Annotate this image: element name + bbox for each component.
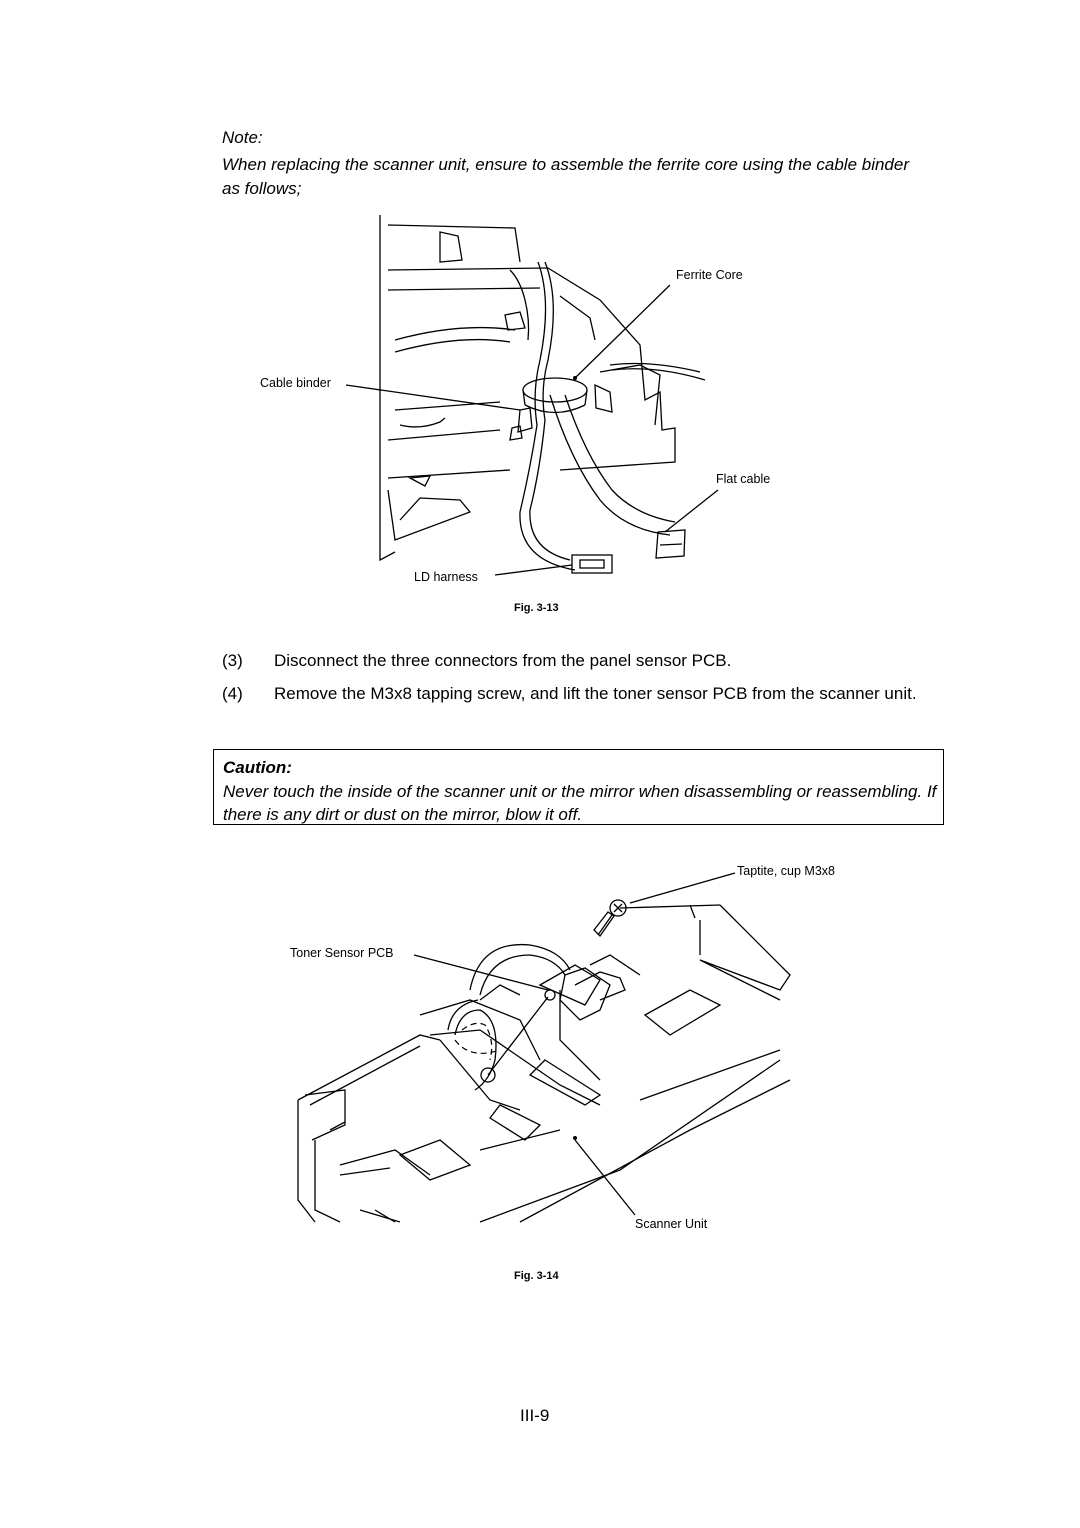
label-scanner-unit: Scanner Unit <box>635 1217 708 1231</box>
step-number: (3) <box>222 651 243 670</box>
figure-caption-3-14: Fig. 3-14 <box>514 1270 559 1282</box>
page-number: III-9 <box>520 1406 550 1425</box>
label-ld-harness: LD harness <box>414 570 478 584</box>
step-3: (3) Disconnect the three connectors from… <box>222 650 942 672</box>
figure-caption-3-13: Fig. 3-13 <box>514 602 559 614</box>
label-cable-binder: Cable binder <box>260 376 331 390</box>
note-text: When replacing the scanner unit, ensure … <box>222 155 910 198</box>
step-number: (4) <box>222 684 243 703</box>
note-heading: Note: <box>222 128 263 147</box>
step-text: Remove the M3x8 tapping screw, and lift … <box>274 684 917 703</box>
caution-box: Caution: Never touch the inside of the s… <box>213 749 944 825</box>
step-text: Disconnect the three connectors from the… <box>274 651 732 670</box>
label-flat-cable: Flat cable <box>716 472 771 486</box>
label-toner-sensor-pcb: Toner Sensor PCB <box>290 946 394 960</box>
label-taptite-screw: Taptite, cup M3x8 <box>737 864 835 878</box>
step-4: (4) Remove the M3x8 tapping screw, and l… <box>222 683 942 727</box>
caution-text: Never touch the inside of the scanner un… <box>223 782 937 824</box>
label-ferrite-core: Ferrite Core <box>676 268 743 282</box>
caution-heading: Caution: <box>223 758 292 777</box>
